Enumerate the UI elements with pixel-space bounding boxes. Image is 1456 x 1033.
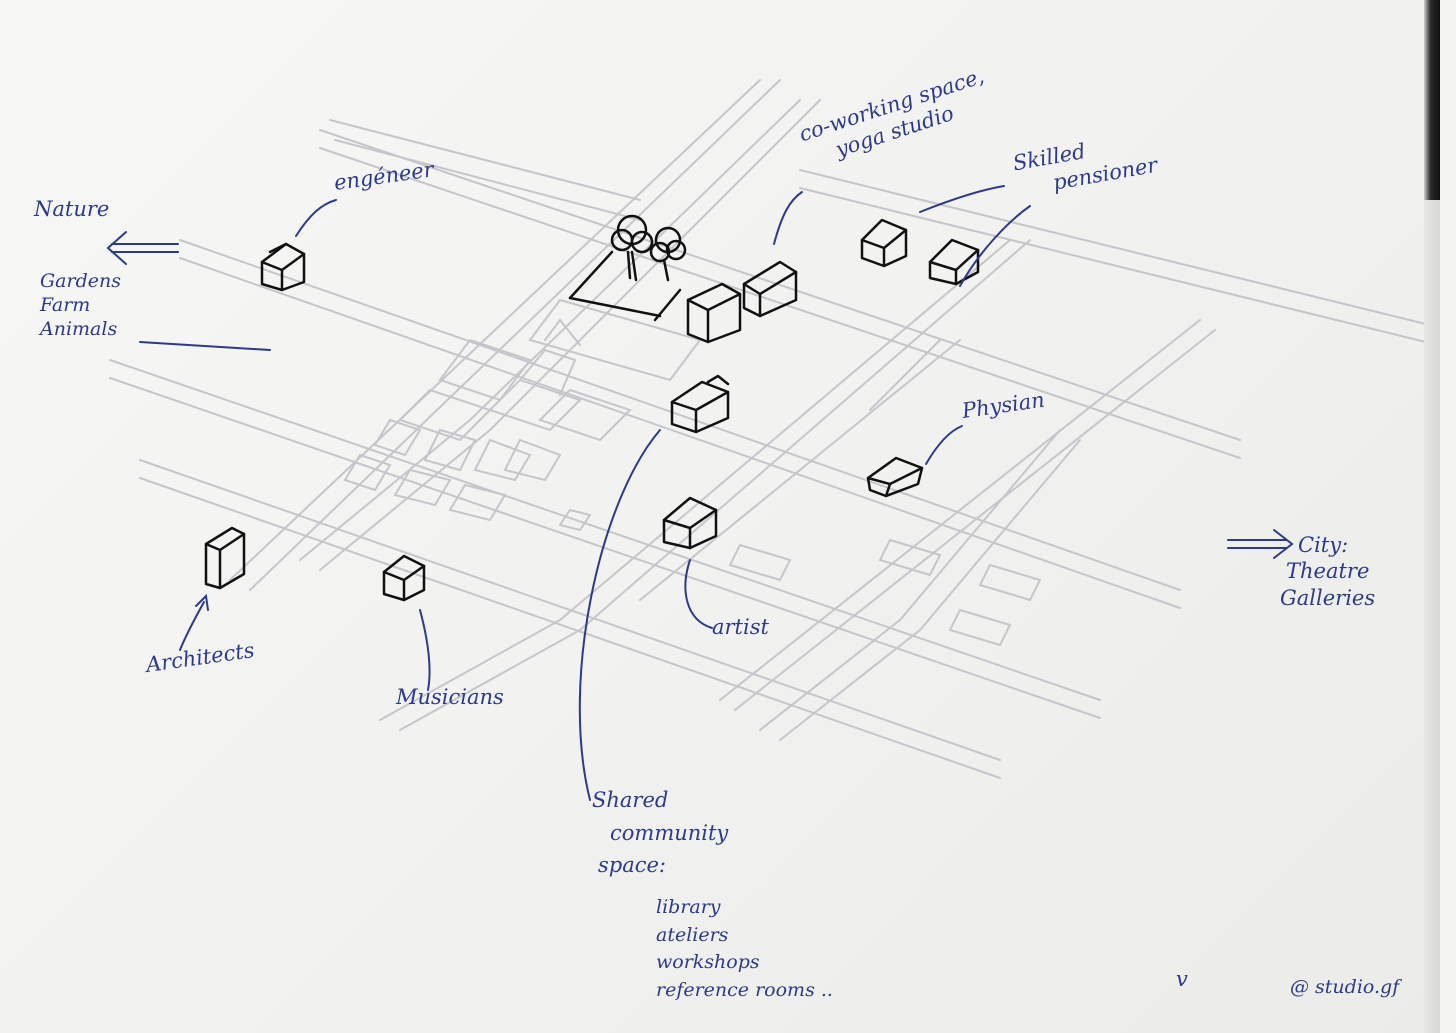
physician-house (866, 456, 924, 498)
library-line: library (656, 896, 721, 918)
gardens-line: Gardens (40, 270, 121, 292)
leader-lines (106, 185, 1294, 801)
animals-line: Animals (40, 317, 118, 340)
ateliers-line: ateliers (656, 923, 729, 946)
shared-space-list: library ateliers workshops reference roo… (656, 894, 833, 1004)
shared-space-note: Shared community space: (592, 784, 728, 882)
community-line: community (610, 820, 729, 845)
paper-edge-lower (1424, 200, 1440, 1033)
city-note: City: Theatre Galleries (1280, 532, 1375, 611)
galleries-line: Galleries (1280, 585, 1376, 610)
architects-building (204, 526, 246, 590)
space-line: space: (598, 853, 667, 878)
workshops-line: workshops (656, 951, 760, 974)
musicians-note: Musicians (396, 685, 504, 709)
reference-rooms-line: reference rooms .. (656, 978, 833, 1001)
farm-line: Farm (40, 293, 91, 316)
coworking-building (686, 260, 798, 344)
signature: @ studio.gf (1290, 976, 1400, 998)
shared-line: Shared (592, 788, 669, 812)
street-grid (109, 79, 1440, 779)
tick-mark: v (1176, 967, 1188, 991)
gardens-note: Gardens Farm Animals (40, 270, 121, 341)
engineer-house (260, 242, 306, 292)
community-building (670, 374, 730, 434)
nature-note: Nature (34, 197, 110, 221)
musicians-house (382, 554, 426, 602)
pensioner-houses (860, 218, 980, 286)
paper-edge-shadow (1424, 0, 1440, 200)
city-line: City: (1298, 533, 1349, 557)
park-trees (568, 214, 687, 322)
buildings (204, 214, 980, 602)
theatre-line: Theatre (1286, 559, 1370, 584)
artist-house (662, 496, 718, 550)
artist-note: artist (712, 615, 769, 639)
